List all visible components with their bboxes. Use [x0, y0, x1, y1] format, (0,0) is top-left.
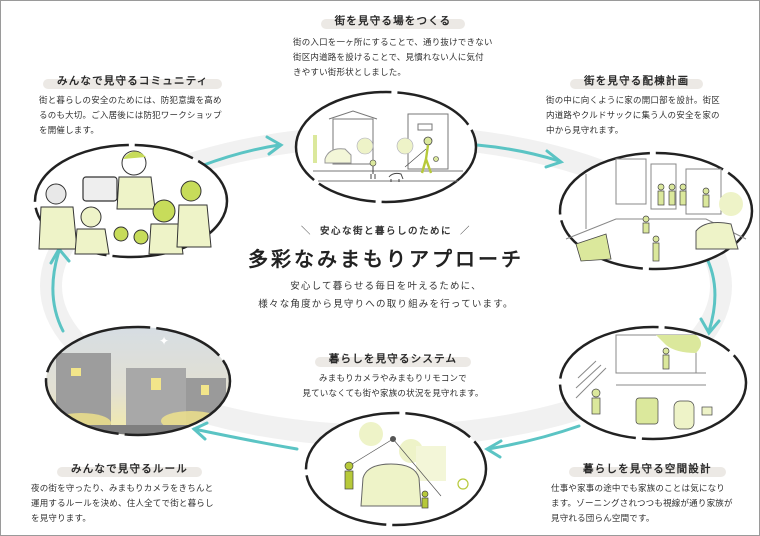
center-kicker: ＼ 安心な街と暮らしのために ／: [241, 223, 531, 237]
section-title-pill: 暮らしを見守るシステム: [314, 350, 472, 367]
walker-figure: [404, 136, 439, 174]
section-desc-line: るのも大切。ご入居後には防犯ワークショップ: [39, 111, 222, 121]
section-desc-line: ます。ゾーニングされつつも視線が通り家族が: [551, 499, 733, 509]
slash-decoration-right: ／: [460, 226, 472, 237]
section-desc-line: みまもりカメラやみまもりリモコンで: [319, 374, 467, 384]
illustration-street-with-walker-and-dog: [294, 90, 478, 204]
lead-line: 様々な角度から見守りへの取り組みを行っています。: [258, 299, 514, 310]
illustration-workshop-group: [33, 143, 229, 259]
dog-figure: [388, 172, 404, 182]
tablet-device: [82, 176, 118, 202]
arrow-icon: [199, 135, 284, 168]
section-desc-line: 街の入口を一ヶ所にすることで、通り抜けできない: [293, 38, 493, 48]
section-desc-line: 夜の街を守ったり、みまもりカメラをきちんと: [31, 484, 214, 494]
section-title: 街を見守る配棟計画: [584, 75, 690, 87]
arrow-icon: [475, 143, 565, 169]
section-title: 街を見守る場をつくる: [334, 15, 452, 27]
star-icon: ✦: [159, 334, 169, 348]
center-lead: 安心して暮らせる毎日を叶えるために、 様々な角度から見守りへの取り組みを行ってい…: [241, 278, 531, 314]
section-desc-line: を見守ります。: [31, 514, 92, 524]
section-title-pill: 暮らしを見守る空間設計: [569, 460, 726, 477]
section-community: みんなで見守るコミュニティ 街と暮らしの安全のためには、防犯意識を高め るのも大…: [39, 69, 259, 139]
bicycle-figure: [457, 478, 469, 490]
lead-line: 安心して暮らせる毎日を叶えるために、: [290, 281, 482, 292]
car-figure: [695, 222, 739, 250]
section-desc-line: 仕事や家事の途中でも家族のことは気になり: [551, 484, 726, 494]
section-desc-line: 内道路やクルドサックに集う人の安全を家の: [546, 111, 720, 121]
section-desc-line: 運用するルールを決め、住人全てで街と暮らし: [31, 499, 214, 509]
illustration-street-camera-car: [304, 411, 488, 527]
section-title-pill: 街を見守る場をつくる: [320, 12, 466, 29]
section-town-place: 街を見守る場をつくる 街の入口を一ヶ所にすることで、通り抜けできない 街区内道路…: [293, 9, 493, 81]
illustration-cul-de-sac-families: [558, 151, 754, 271]
section-desc-line: 街区内道路を設けることで、見慣れない人に気付: [293, 53, 484, 63]
section-desc-line: を開催します。: [39, 126, 100, 136]
slash-decoration-left: ＼: [300, 226, 312, 237]
section-living-space: 暮らしを見守る空間設計 仕事や家事の途中でも家族のことは気になり ます。ゾーニン…: [551, 457, 759, 527]
arrow-icon: [191, 421, 299, 451]
section-title: 暮らしを見守る空間設計: [583, 463, 712, 475]
section-desc-line: 見守れる団らん空間です。: [551, 514, 655, 524]
section-title: みんなで見守るコミュニティ: [57, 75, 209, 87]
section-desc-line: 街の中に向くように家の開口部を設計。街区: [546, 96, 721, 106]
section-desc-line: 街と暮らしの安全のためには、防犯意識を高め: [39, 96, 222, 106]
child-figure: [369, 159, 377, 179]
center-headline: 多彩なみまもりアプローチ: [248, 247, 524, 271]
section-title: 暮らしを見守るシステム: [328, 353, 458, 365]
center-headline-block: ＼ 安心な街と暮らしのために ／ 多彩なみまもりアプローチ 安心して暮らせる毎日を叶…: [241, 223, 531, 314]
section-title: みんなで見守るルール: [71, 463, 188, 475]
section-desc-line: 見ていなくても街や家族の状況を見守れます。: [302, 389, 484, 399]
presenter-figure: [116, 150, 156, 210]
section-living-system: 暮らしを見守るシステム みまもりカメラやみまもりリモコンで 見ていなくても街や家…: [293, 347, 493, 402]
section-desc-line: 中から見守れます。: [546, 126, 624, 136]
arrow-icon: [484, 424, 581, 459]
kicker-text: 安心な街と暮らしのために: [319, 226, 452, 237]
illustration-night-town: ✦: [44, 325, 232, 437]
section-title-pill: みんなで見守るルール: [57, 460, 202, 477]
illustration-living-room-family: [558, 325, 748, 441]
car-figure: [360, 463, 422, 507]
section-title-pill: 街を見守る配棟計画: [570, 72, 704, 89]
section-desc-line: きやすい街形状としました。: [293, 68, 407, 78]
section-rules: みんなで見守るルール 夜の街を守ったり、みまもりカメラをきちんと 運用するルール…: [31, 457, 251, 527]
section-town-layout: 街を見守る配棟計画 街の中に向くように家の開口部を設計。街区 内道路やクルドサッ…: [546, 69, 756, 139]
section-title-pill: みんなで見守るコミュニティ: [43, 72, 223, 89]
